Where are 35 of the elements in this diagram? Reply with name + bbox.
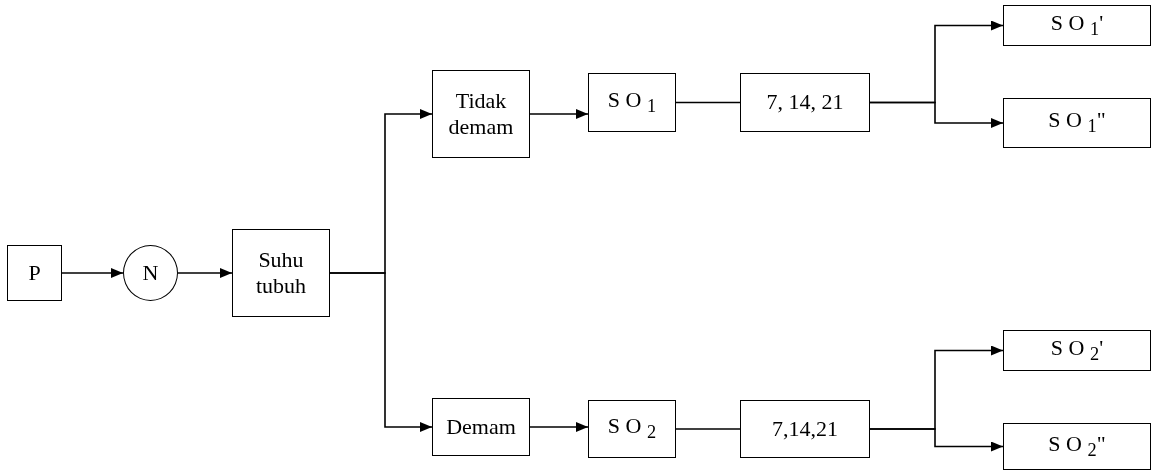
process-box — [7, 245, 62, 301]
process-box — [1003, 423, 1151, 470]
arrow — [529, 109, 589, 119]
process-box — [740, 73, 870, 132]
process-box — [1003, 330, 1151, 371]
node-label: S O $_{1}$" — [1048, 107, 1106, 139]
arrow — [529, 422, 589, 432]
node-label: Tidak demam — [447, 87, 515, 141]
process-box — [588, 73, 676, 132]
node-label: S O $_{1}$' — [1050, 9, 1104, 42]
arrow — [869, 428, 1004, 452]
process-circle — [123, 245, 178, 301]
process-box — [1003, 5, 1151, 46]
connector-line — [675, 428, 741, 430]
node-label: S O $_{2}$ — [607, 413, 657, 445]
node-label: Suhu tubuh — [254, 246, 308, 300]
node-label: S O $_{2}$" — [1048, 430, 1106, 463]
node-label: S O $_{1}$ — [607, 86, 657, 119]
node-label: N — [142, 259, 159, 287]
process-box — [588, 400, 676, 458]
node-label: 7, 14, 21 — [766, 89, 844, 116]
process-box — [232, 229, 330, 317]
process-box — [1003, 98, 1151, 148]
node-label: 7,14,21 — [772, 415, 838, 443]
process-box — [432, 398, 530, 456]
node-label: Demam — [446, 413, 516, 441]
node-label: S O $_{2}$' — [1050, 334, 1104, 367]
process-box — [432, 70, 530, 158]
arrow — [869, 101, 1004, 128]
arrow — [61, 268, 124, 278]
process-box — [740, 400, 870, 458]
arrow — [329, 272, 433, 432]
arrow — [177, 268, 233, 278]
node-label: P — [28, 259, 41, 287]
connector-line — [675, 101, 741, 104]
